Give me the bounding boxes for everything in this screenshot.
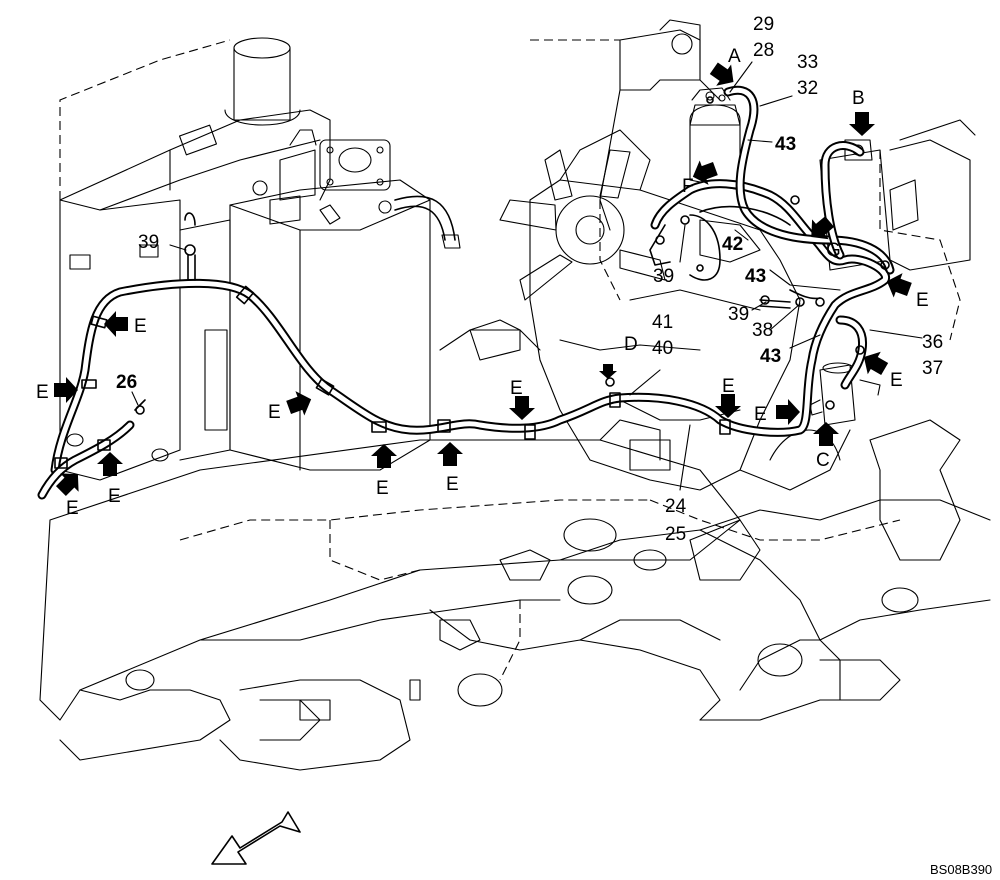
callout-41: 41	[652, 312, 673, 333]
label-e: E	[890, 370, 903, 391]
callout-numbers: 29 28 33 32 43 42 43 39 39 39 38 43 36 3…	[116, 14, 943, 545]
callout-28: 28	[753, 40, 774, 61]
left-housing	[59, 37, 331, 481]
pointer-arrows	[54, 62, 912, 497]
hydraulic-tank	[229, 129, 461, 471]
label-e: E	[754, 404, 767, 425]
engine	[439, 129, 851, 491]
arrow-e-icon	[54, 377, 78, 403]
label-f: F	[682, 176, 694, 197]
label-c: C	[816, 450, 830, 471]
label-e: E	[446, 474, 459, 495]
callout-43: 43	[760, 346, 781, 367]
label-e: E	[108, 486, 121, 507]
label-e: E	[510, 378, 523, 399]
arrow-e-icon	[776, 399, 800, 425]
arrow-d-icon	[599, 364, 617, 379]
arrow-c-icon	[813, 422, 839, 446]
arrow-f-icon	[692, 160, 718, 185]
callout-37: 37	[922, 358, 943, 379]
arrow-e-icon	[371, 444, 397, 468]
arrow-b-icon	[849, 112, 875, 136]
callout-39: 39	[653, 266, 674, 287]
letter-labels: A B C D F G E E E E E E E E E E E E	[36, 46, 929, 519]
label-b: B	[852, 88, 865, 109]
callout-43: 43	[775, 134, 796, 155]
callout-32: 32	[797, 78, 818, 99]
arrow-e-icon	[715, 394, 741, 418]
label-e: E	[916, 290, 929, 311]
label-e: E	[376, 478, 389, 499]
front-direction-icon	[211, 811, 301, 865]
label-e: E	[36, 382, 49, 403]
arrow-g-icon	[811, 216, 835, 240]
label-a: A	[728, 46, 741, 67]
arrow-e-icon	[509, 396, 535, 420]
arrow-e-icon	[104, 311, 128, 337]
label-e: E	[66, 498, 79, 519]
label-e: E	[722, 376, 735, 397]
arrow-a-icon	[709, 62, 734, 86]
leader-lines	[131, 61, 923, 491]
label-e: E	[134, 316, 147, 337]
callout-39: 39	[138, 232, 159, 253]
arrow-e-icon	[886, 273, 912, 298]
label-g: G	[826, 240, 841, 261]
callout-33: 33	[797, 52, 818, 73]
callout-36: 36	[922, 332, 943, 353]
arrow-e-icon	[97, 452, 123, 476]
arrow-e-icon	[55, 473, 79, 497]
arrow-e-icon	[286, 391, 312, 416]
callout-38: 38	[752, 320, 773, 341]
callout-40: 40	[652, 338, 673, 359]
callout-43: 43	[745, 266, 766, 287]
fuel-hoses	[37, 85, 895, 500]
callout-42: 42	[722, 234, 743, 255]
label-d: D	[624, 334, 638, 355]
arrow-e-icon	[437, 442, 463, 466]
arrow-e-icon	[863, 351, 889, 376]
callout-29: 29	[753, 14, 774, 35]
label-e: E	[268, 402, 281, 423]
drawing-code: BS08B390	[930, 862, 992, 877]
callout-25: 25	[665, 524, 686, 545]
hose-clamps	[54, 96, 890, 469]
callout-26: 26	[116, 372, 137, 393]
upper-frame	[39, 419, 991, 771]
callout-24: 24	[665, 496, 687, 517]
callout-39: 39	[728, 304, 749, 325]
